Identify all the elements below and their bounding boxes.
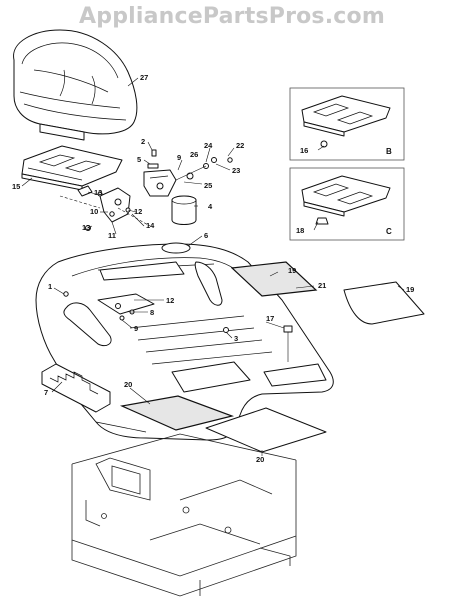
callout-14: 14 [146,221,155,230]
callout-labels: 27 2 5 9 26 24 22 23 25 15 13 10 12 13 1… [12,73,414,464]
watermark: AppliancePartsPros.com [79,4,385,29]
chassis-frame-part [71,433,297,597]
callout-22: 22 [236,141,244,150]
callout-13-lower: 13 [82,223,90,232]
callout-21: 21 [318,281,326,290]
callout-7: 7 [44,388,48,397]
callout-5: 5 [137,155,141,164]
side-mat-part [230,261,425,325]
callout-8: 8 [150,308,154,317]
inset-label-c: C [386,227,392,236]
callout-12-lower: 12 [166,296,174,305]
inset-c-box [289,167,405,241]
step-strip-part [41,363,111,413]
callout-3: 3 [234,334,238,343]
seat-part [13,29,138,141]
callout-13-upper: 13 [94,188,102,197]
callout-19-right: 19 [406,285,414,294]
callout-4: 4 [208,202,213,211]
callout-23: 23 [232,166,240,175]
callout-17: 17 [266,314,274,323]
callout-25: 25 [204,181,212,190]
callout-11: 11 [108,231,116,240]
callout-19-upper: 19 [288,266,296,275]
inset-label-b: B [386,147,392,156]
callout-12-upper: 12 [134,207,142,216]
seat-pan-part [21,145,123,191]
callout-27: 27 [140,73,148,82]
callout-2: 2 [141,137,145,146]
callout-18: 18 [296,226,304,235]
callout-10: 10 [90,207,98,216]
callout-9-lower: 9 [134,324,138,333]
pivot-bracket-part [143,149,233,197]
callout-20-upper: 20 [124,380,132,389]
leader-lines [21,77,405,456]
cup-holder-part [171,195,197,225]
callout-16: 16 [300,146,308,155]
inset-b-box [289,87,405,161]
callout-20-lower: 20 [256,455,264,464]
callout-24: 24 [204,141,213,150]
callout-1: 1 [48,282,52,291]
callout-15: 15 [12,182,20,191]
callout-26: 26 [190,150,198,159]
floor-mat-part [119,395,327,453]
callout-6: 6 [204,231,208,240]
callout-9-upper: 9 [177,153,181,162]
